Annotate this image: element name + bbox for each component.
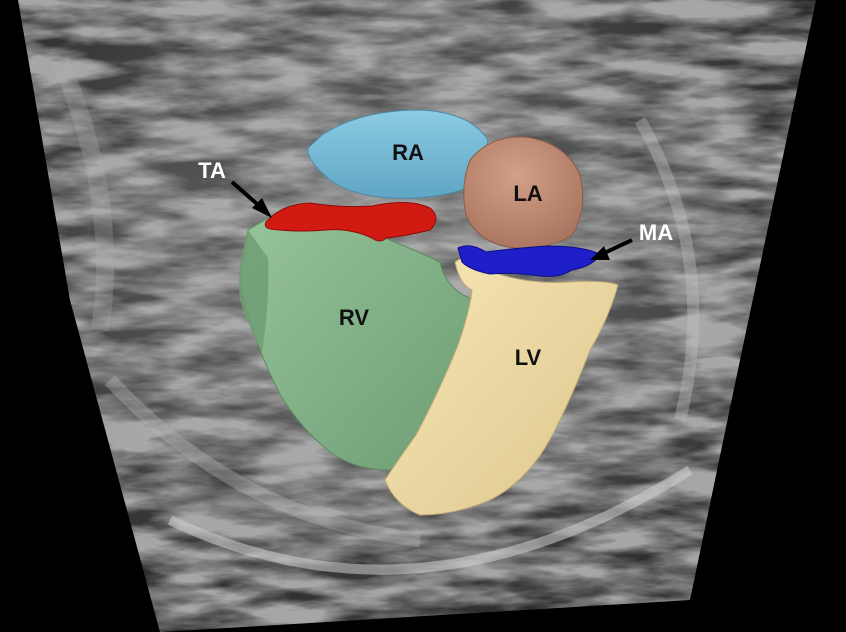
ra-label: RA (392, 140, 424, 165)
ma-label: MA (639, 220, 673, 245)
lv-label: LV (515, 345, 542, 370)
la-label: LA (513, 181, 542, 206)
rv-label: RV (339, 305, 369, 330)
ta-label: TA (198, 158, 226, 183)
